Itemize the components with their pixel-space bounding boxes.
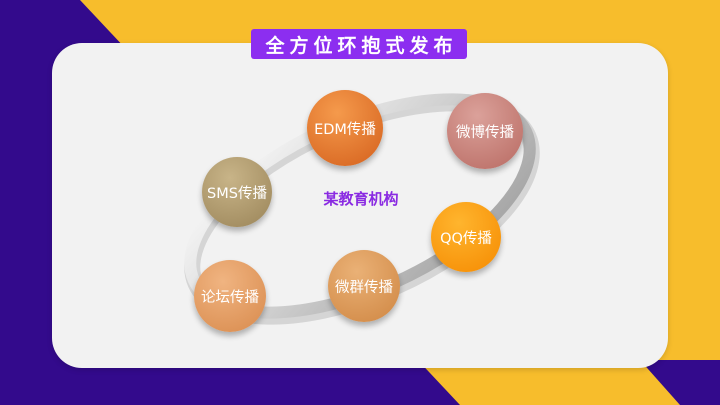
node-forum: 论坛传播 xyxy=(194,260,266,332)
node-qq: QQ传播 xyxy=(431,202,501,272)
node-weiqun-label: 微群传播 xyxy=(335,279,393,296)
node-edm: EDM传播 xyxy=(307,90,383,166)
center-label: 某教育机构 xyxy=(323,190,399,208)
node-weibo: 微博传播 xyxy=(447,93,523,169)
node-sms-label: SMS传播 xyxy=(207,185,267,202)
node-weibo-label: 微博传播 xyxy=(456,124,514,141)
node-weiqun: 微群传播 xyxy=(328,250,400,322)
node-sms: SMS传播 xyxy=(202,157,272,227)
node-qq-label: QQ传播 xyxy=(440,230,492,247)
purple-bottom-right-shape xyxy=(640,360,720,405)
node-edm-label: EDM传播 xyxy=(314,121,376,138)
node-forum-label: 论坛传播 xyxy=(201,289,259,306)
page-title: 全方位环抱式发布 xyxy=(251,29,467,59)
